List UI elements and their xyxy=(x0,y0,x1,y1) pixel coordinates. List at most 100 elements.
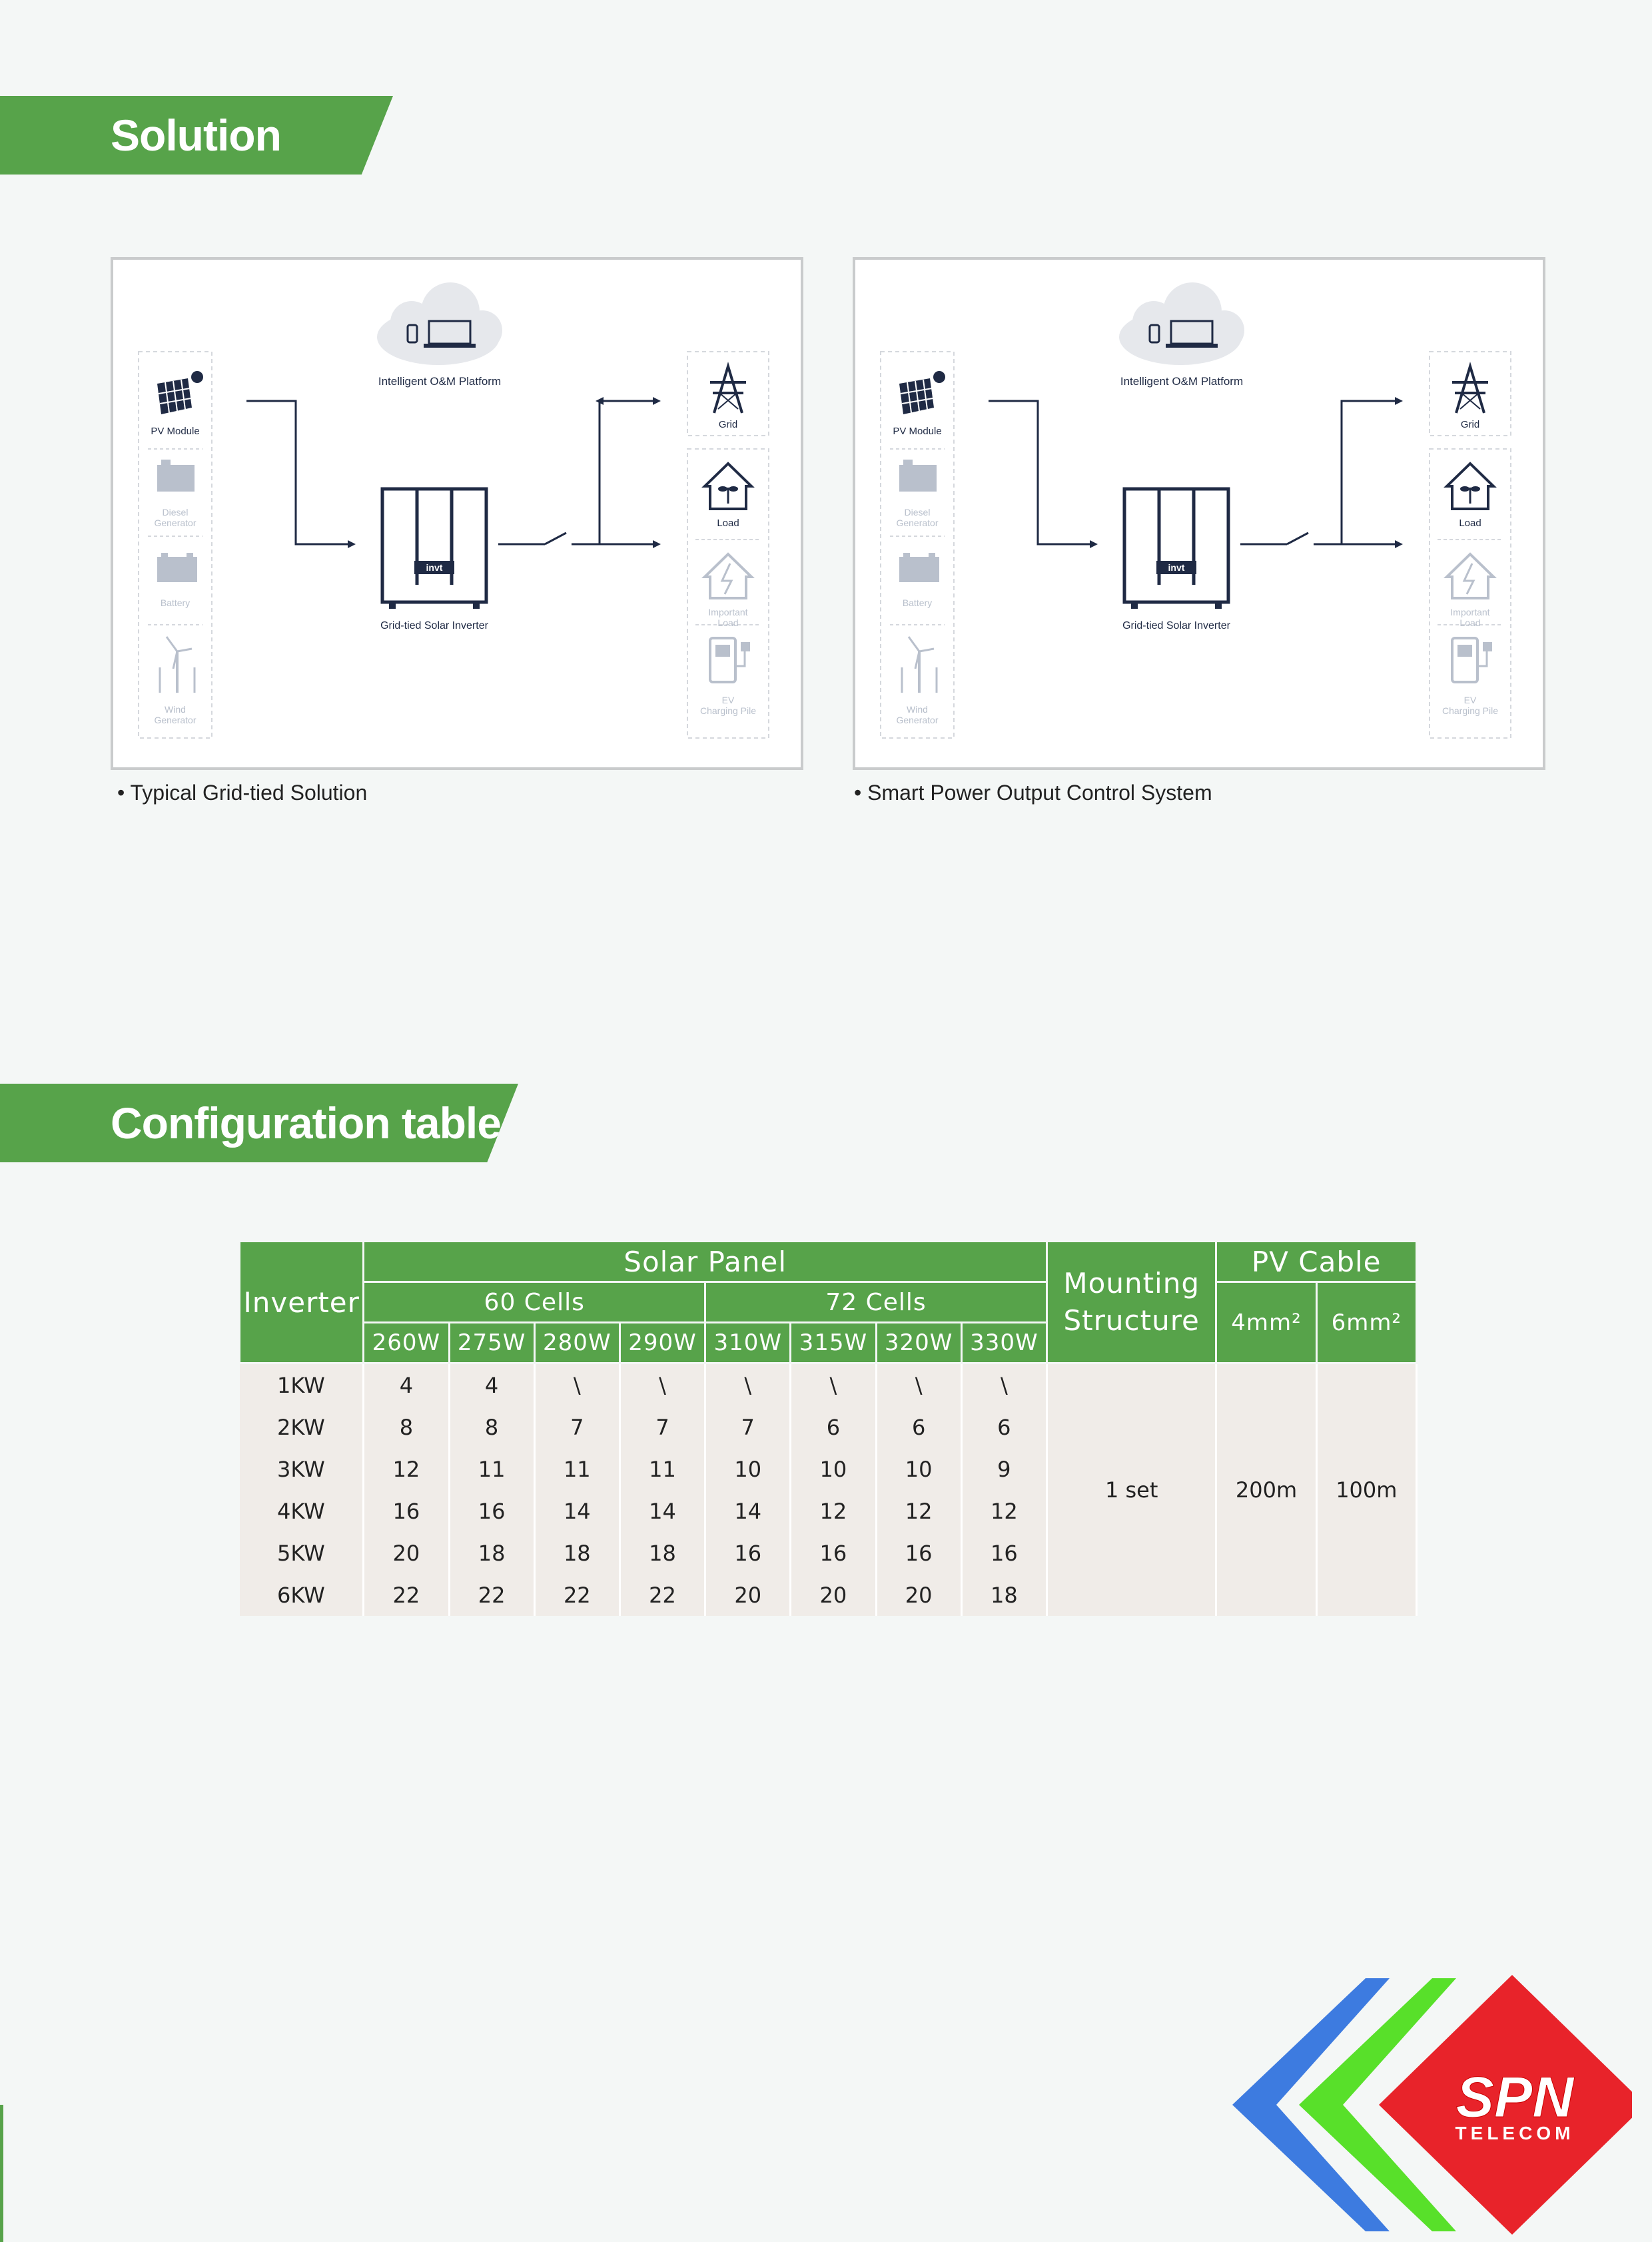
cell-value: 6 xyxy=(876,1406,963,1448)
output-label: EV xyxy=(722,695,735,705)
cell-value: 22 xyxy=(449,1574,536,1616)
cell-value: 6 xyxy=(790,1406,877,1448)
cell-inverter: 5KW xyxy=(239,1532,365,1574)
cell-value: 8 xyxy=(449,1406,536,1448)
diesel-generator-icon xyxy=(157,460,195,492)
cell-value: 14 xyxy=(534,1490,621,1532)
flow-line xyxy=(598,400,657,544)
header-wattage: 280W xyxy=(533,1321,621,1364)
cell-value: 20 xyxy=(705,1574,792,1616)
source-label: Generator xyxy=(896,715,938,725)
header-wattage: 315W xyxy=(789,1321,877,1364)
source-label: Wind xyxy=(165,704,186,715)
cell-cable4-value: 200m xyxy=(1216,1363,1318,1616)
caption-text: Smart Power Output Control System xyxy=(867,781,1212,805)
logo-blue-chevron xyxy=(1232,1978,1390,2231)
output-label: Load xyxy=(717,617,738,628)
logo-red-diamond xyxy=(1379,1975,1632,2235)
header-60-cells: 60 Cells xyxy=(362,1281,707,1323)
inverter-brand: invt xyxy=(1168,562,1185,573)
cell-value: 14 xyxy=(620,1490,707,1532)
cell-inverter: 3KW xyxy=(239,1448,365,1490)
cell-value: 9 xyxy=(961,1448,1048,1490)
cell-inverter: 4KW xyxy=(239,1490,365,1532)
load-column xyxy=(1429,448,1511,739)
cell-value: 11 xyxy=(534,1448,621,1490)
spn-telecom-logo: SPN TELECOM xyxy=(1232,1975,1632,2235)
cell-value: 16 xyxy=(961,1532,1048,1574)
cell-value: 18 xyxy=(534,1532,621,1574)
cell-value: \ xyxy=(620,1363,707,1406)
output-label: Grid xyxy=(1461,419,1479,430)
source-column xyxy=(138,351,212,739)
cell-value: 22 xyxy=(534,1574,621,1616)
cell-value: 4 xyxy=(363,1363,450,1406)
load-column xyxy=(687,448,769,739)
caption-smart-output: • Smart Power Output Control System xyxy=(854,781,1212,805)
cell-value: 16 xyxy=(705,1532,792,1574)
cell-inverter: 6KW xyxy=(239,1574,365,1616)
cell-value: 11 xyxy=(449,1448,536,1490)
cell-value: 16 xyxy=(363,1490,450,1532)
cell-value: 16 xyxy=(876,1532,963,1574)
caption-grid-tied: • Typical Grid-tied Solution xyxy=(117,781,368,805)
header-72-cells: 72 Cells xyxy=(704,1281,1048,1323)
header-wattage: 290W xyxy=(618,1321,707,1364)
cell-value: 10 xyxy=(790,1448,877,1490)
output-label: Important xyxy=(1450,607,1489,617)
important-load-icon xyxy=(1444,552,1497,599)
edge-accent xyxy=(0,2105,3,2242)
header-pv-cable: PV Cable xyxy=(1215,1240,1418,1283)
output-label: Important xyxy=(708,607,747,617)
cell-value: \ xyxy=(961,1363,1048,1406)
cell-value: 18 xyxy=(961,1574,1048,1616)
header-solar-panel: Solar Panel xyxy=(362,1240,1048,1283)
source-column xyxy=(880,351,955,739)
cell-value: 8 xyxy=(363,1406,450,1448)
output-label: Load xyxy=(717,518,739,529)
cell-value: 4 xyxy=(449,1363,536,1406)
battery-icon xyxy=(899,553,939,582)
battery-icon xyxy=(157,553,197,582)
wind-generator-icon xyxy=(901,636,938,693)
important-load-icon xyxy=(701,552,755,599)
diesel-generator-icon xyxy=(899,460,937,492)
logo-sub-text: TELECOM xyxy=(1455,2123,1575,2143)
ev-charging-icon xyxy=(709,637,750,683)
header-wattage: 330W xyxy=(960,1321,1048,1364)
header-cable-6mm: 6mm² xyxy=(1315,1281,1418,1364)
load-house-icon xyxy=(1444,462,1497,510)
header-wattage: 310W xyxy=(704,1321,792,1364)
header-inverter: Inverter xyxy=(238,1240,365,1364)
cell-inverter: 2KW xyxy=(239,1406,365,1448)
cell-value: 22 xyxy=(363,1574,450,1616)
pv-module-icon xyxy=(899,371,945,414)
cell-value: 16 xyxy=(449,1490,536,1532)
phone-icon xyxy=(1148,324,1160,344)
inverter-label: Grid-tied Solar Inverter xyxy=(380,620,489,631)
source-label: PV Module xyxy=(151,426,199,437)
output-label: Load xyxy=(1459,617,1480,628)
wind-generator-icon xyxy=(159,636,196,693)
cell-value: 6 xyxy=(961,1406,1048,1448)
grid-box xyxy=(1429,351,1511,436)
pv-module-icon xyxy=(157,371,203,414)
source-label: PV Module xyxy=(893,426,941,437)
source-label: Generator xyxy=(154,518,196,528)
cell-value: 12 xyxy=(961,1490,1048,1532)
cell-value: 22 xyxy=(620,1574,707,1616)
cell-value: 16 xyxy=(790,1532,877,1574)
cloud-icon xyxy=(1119,282,1244,365)
source-label: Generator xyxy=(896,518,938,528)
cell-value: 12 xyxy=(363,1448,450,1490)
output-label: Charging Pile xyxy=(1442,705,1498,716)
cell-value: 7 xyxy=(705,1406,792,1448)
table-row: 5KW 20 18 18 18 16 16 16 16 xyxy=(239,1532,1417,1574)
cell-value: 14 xyxy=(705,1490,792,1532)
inverter-icon: invt xyxy=(380,487,488,609)
table-row: 4KW 16 16 14 14 14 12 12 12 xyxy=(239,1490,1417,1532)
section-title-configuration: Configuration table xyxy=(0,1084,518,1162)
phone-icon xyxy=(406,324,418,344)
